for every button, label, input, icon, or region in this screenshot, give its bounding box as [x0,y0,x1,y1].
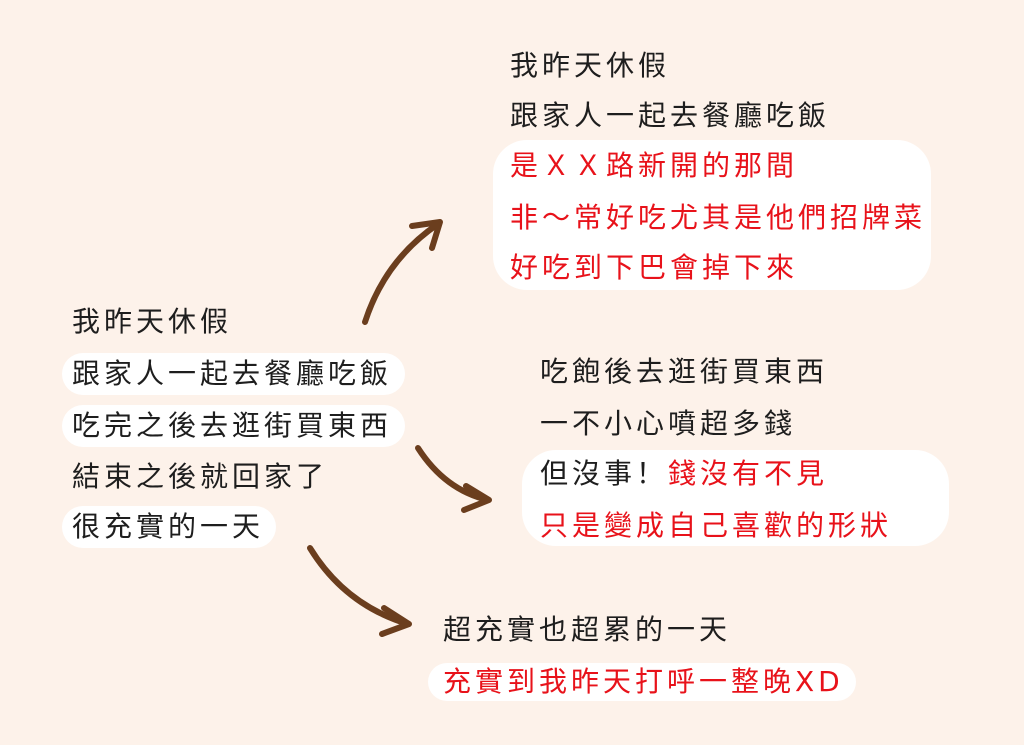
text-black: 但沒事！ [540,457,669,490]
text-red: 錢沒有不見 [668,457,829,490]
highlight-pill [62,405,405,447]
text-line-highlight: 充實到我昨天打呼一整晚XD [443,665,844,698]
text-line: 超充實也超累的一天 [443,613,732,646]
text-line-highlight: 只是變成自己喜歡的形狀 [540,509,893,542]
highlight-pill-bottom [428,663,856,701]
text-line-highlight: 非～常好吃尤其是他們招牌菜 [510,201,927,234]
text-line: 吃飽後去逛街買東西 [540,355,829,388]
text-line: 吃完之後去逛街買東西 [72,409,393,442]
text-line: 結束之後就回家了 [72,460,329,493]
text-line: 跟家人一起去餐廳吃飯 [72,357,393,390]
highlight-box-top-right [493,140,931,290]
text-line: 我昨天休假 [72,305,233,338]
highlight-box-middle-right [522,450,949,546]
text-line: 很充實的一天 [72,510,265,543]
highlight-pill [62,506,276,548]
text-line: 跟家人一起去餐廳吃飯 [510,99,831,132]
text-line-highlight: 是ＸＸ路新開的那間 [510,149,799,182]
text-line: 一不小心噴超多錢 [540,407,797,440]
highlight-pill [62,353,405,395]
arrow-up-right-icon [362,219,443,325]
arrow-right-icon [415,445,492,513]
arrow-down-right-icon [307,545,412,637]
text-line-highlight: 好吃到下巴會掉下來 [510,251,799,284]
text-line-mixed: 但沒事！錢沒有不見 [540,454,828,494]
text-line: 我昨天休假 [510,49,671,82]
